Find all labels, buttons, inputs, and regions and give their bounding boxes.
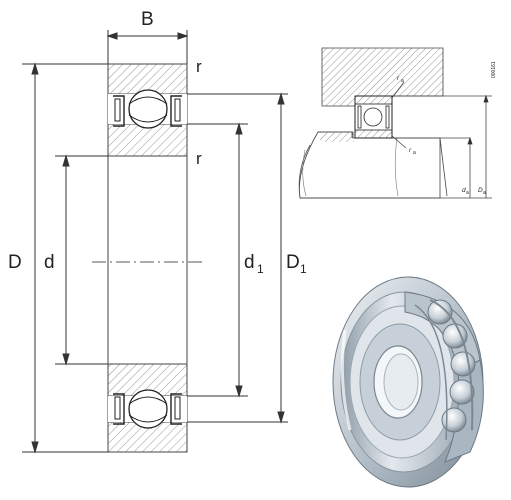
svg-text:D: D [478,187,483,194]
dimension-lines [22,30,288,454]
outer-diameter-label: D [8,252,22,273]
svg-text:r: r [409,147,412,154]
shoulder-outer-label: D 1 [286,252,307,276]
svg-text:d: d [462,187,466,194]
bottom-ring-section [107,363,188,453]
svg-text:a: a [466,190,469,196]
ball-5 [441,407,467,433]
top-ring-section [107,63,188,157]
width-label: B [141,9,154,30]
ball-4 [449,379,475,405]
chamfer-top-label: r [196,57,202,76]
shoulder-inner-label: d 1 [244,252,264,276]
svg-text:a: a [401,78,404,84]
ball-3 [450,351,476,377]
abutment-outer-label: D a [478,187,486,196]
abutment-inner-label: d a [462,187,469,196]
bore-label: d [44,252,55,273]
bearing-3d-render [332,276,484,488]
fillet-outer-label: r a [397,75,404,84]
svg-text:d: d [244,252,255,273]
ball-1 [427,299,453,325]
chamfer-inner-label: r [196,149,202,168]
figure-code: 000161 [491,61,497,78]
svg-text:r: r [397,75,400,82]
svg-text:D: D [286,252,300,273]
svg-text:a: a [413,150,416,156]
svg-text:1: 1 [300,262,307,276]
bearing-cross-section [92,63,205,453]
fillet-inner-label: r a [409,147,416,156]
svg-text:1: 1 [257,262,264,276]
svg-text:a: a [483,190,486,196]
mounting-detail [298,47,492,199]
